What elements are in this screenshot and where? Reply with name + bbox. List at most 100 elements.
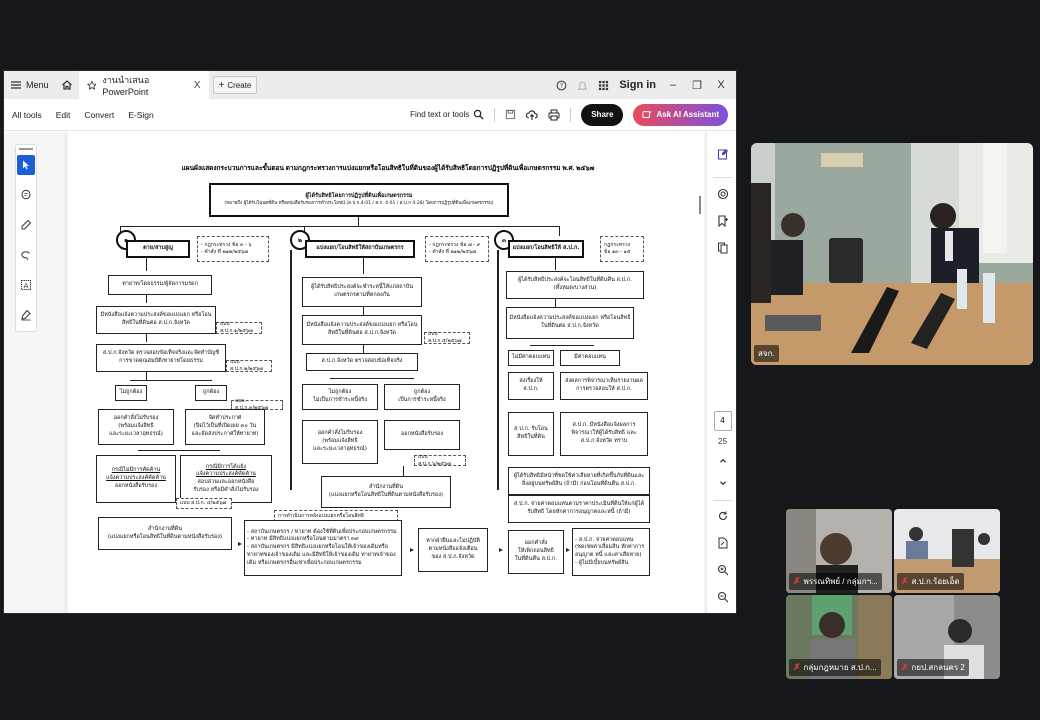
- page-down-button[interactable]: [718, 478, 728, 490]
- text-line: เป็นการชำระหนี้จริง: [398, 397, 446, 403]
- tool-all-tools[interactable]: All tools: [12, 109, 42, 120]
- share-button[interactable]: Share: [581, 103, 624, 126]
- select-tool-button[interactable]: [17, 155, 35, 175]
- create-button[interactable]: + Create: [212, 76, 258, 94]
- sign-in-button[interactable]: Sign in: [619, 79, 656, 91]
- text-line: ออกคำสั่ง: [524, 540, 548, 547]
- participant-name-tag: ✗ ส.ป.ก.ร้อยเอ็ด: [897, 573, 964, 590]
- participant-tile[interactable]: ✗ พรรณทิพย์ / กลุ่มกฯ...: [786, 509, 892, 593]
- branch-3-yes-step-2: ส.ป.ก. มีหนังสือแจ้งผลการพิจารณาให้ผู้ได…: [560, 412, 648, 456]
- draw-tool-button[interactable]: [17, 215, 35, 235]
- text-line: (พร้อมแจ้งสิทธิ: [118, 423, 154, 430]
- divider: [712, 177, 733, 179]
- tab-close-button[interactable]: X: [193, 79, 201, 91]
- connector-line: [120, 226, 560, 227]
- branch-2-note: - กฎกระทรวง ข้อ ๗ - ๙ - คำสั่ง ที่ ๒๑๒/๒…: [425, 236, 489, 262]
- branch-2-yes-note: แบบ ส.ป.ก.๖/๒๕๖๗: [414, 454, 466, 467]
- document-viewport[interactable]: แผนผังแสดงกระบวนการและขั้นตอน ตามกฎกระทร…: [66, 132, 706, 613]
- help-icon[interactable]: ?: [556, 80, 567, 91]
- zoom-out-button[interactable]: [713, 588, 733, 607]
- column-divider: [497, 250, 499, 490]
- save-icon[interactable]: [505, 109, 516, 120]
- text-line: (พร้อมแจ้งสิทธิ: [322, 438, 358, 445]
- video-main-tile[interactable]: สจก.: [751, 143, 1033, 365]
- zoom-in-button[interactable]: [713, 561, 733, 580]
- text-recognition-button[interactable]: A: [17, 275, 35, 295]
- note-line: - คำสั่ง ที่ ๒๑๒/๒๕๖๗: [201, 249, 248, 255]
- home-button[interactable]: [55, 71, 79, 99]
- text-line: ไม่เป็นการชำระหนี้จริง: [313, 397, 367, 403]
- text-line: สำนักงานที่ดิน: [147, 525, 183, 532]
- note-line: - กฎกระทรวง ข้อ ๗ - ๙: [429, 242, 481, 248]
- current-page-input[interactable]: 4: [713, 411, 732, 431]
- text-line: ของ ส.ป.ก.จังหวัด: [431, 553, 475, 560]
- tool-esign[interactable]: E-Sign: [128, 109, 154, 120]
- fit-page-button[interactable]: [713, 534, 733, 553]
- participant-name-tag: ✗ พรรณทิพย์ / กลุ่มกฯ...: [789, 573, 882, 590]
- branch-3-step-1: ผู้ได้รับสิทธิประสงค์จะโอนสิทธิในที่ดินค…: [506, 271, 644, 299]
- separator: [494, 107, 496, 122]
- branch-3-step-2: มีหนังสือแจ้งความประสงค์ขอแบ่งแยก หรือโอ…: [506, 307, 634, 339]
- title-bar: Menu งานนำเสนอ PowerPoint X + Create ? S…: [4, 71, 736, 99]
- tool-edit[interactable]: Edit: [55, 109, 71, 120]
- rotate-button[interactable]: [713, 507, 733, 526]
- ask-ai-assistant-button[interactable]: Ask AI Assistant: [633, 103, 728, 126]
- pages-button[interactable]: [713, 238, 733, 257]
- drag-handle[interactable]: [19, 148, 33, 150]
- connector-line: [138, 450, 220, 451]
- tool-convert[interactable]: Convert: [84, 109, 115, 120]
- connector-line: [146, 334, 147, 342]
- column-divider: [290, 250, 292, 490]
- bell-icon[interactable]: [577, 80, 588, 91]
- participant-name-tag: ✗ กยป.สกลนคร 2: [897, 659, 969, 676]
- connector-line: [363, 307, 364, 315]
- comment-button[interactable]: [713, 184, 733, 203]
- cloud-upload-icon[interactable]: [526, 109, 538, 121]
- page-up-button[interactable]: [718, 456, 728, 468]
- text-line: - ทายาท มีสิทธิแบ่งแยกหรือโอนตามมาตรา ๓๙: [247, 536, 359, 543]
- document-tab[interactable]: งานนำเสนอ PowerPoint X: [78, 71, 209, 99]
- flowchart-title: แผนผังแสดงกระบวนการและขั้นตอน ตามกฎกระทร…: [181, 165, 595, 172]
- apps-grid-icon[interactable]: [598, 80, 609, 91]
- participant-tile[interactable]: ✗ ส.ป.ก.ร้อยเอ็ด: [894, 509, 1000, 593]
- divider: [712, 499, 733, 501]
- right-rail: 4 25: [706, 132, 736, 613]
- participant-tile[interactable]: ✗ กยป.สกลนคร 2: [894, 595, 1000, 679]
- branch-1-note: - กฎกระทรวง ข้อ ๓ - ๖ - คำสั่ง ที่ ๒๑๒/๒…: [197, 236, 269, 262]
- branch-2-no: ไม่ถูกต้อง ไม่เป็นการชำระหนี้จริง: [302, 384, 378, 410]
- bookmark-button[interactable]: [713, 211, 733, 230]
- text-line: (ปิดไว้เป็นที่เปิดเผย ๓๐ วัน: [193, 423, 257, 430]
- connector-line: [130, 380, 212, 381]
- branch-3-merge-a: ผู้ได้รับสิทธิมีหน้าที่ชดใช้ค่าเสียหายที…: [508, 467, 650, 495]
- branch-1-objection-note: แบบ ส.ป.ก. ๔/๒๕๖๗: [176, 498, 232, 509]
- branch-1-step-1: ทายาท/โดยธรรม/ผู้จัดการมรดก: [108, 275, 212, 295]
- note-line: - กฎกระทรวง ข้อ ๓ - ๖: [201, 242, 252, 248]
- comment-tool-button[interactable]: [17, 185, 35, 205]
- chevron-up-icon: [719, 458, 726, 463]
- print-icon[interactable]: [548, 109, 560, 121]
- freehand-tool-button[interactable]: [17, 245, 35, 265]
- text-line: - สถาบันเกษตรกร มีสิทธิแบ่งแยกหรือโอนให้…: [247, 544, 396, 566]
- chevron-down-icon: [719, 480, 726, 485]
- minimize-button[interactable]: –: [669, 79, 677, 91]
- menu-button[interactable]: Menu: [4, 71, 55, 99]
- edit-pdf-button[interactable]: [713, 144, 733, 163]
- duty-box: - สถาบันเกษตรกร / ทายาท ต้องใช้ที่ดินเพื…: [244, 520, 402, 576]
- fill-sign-button[interactable]: [17, 305, 35, 325]
- branch-3-no-step-1: ส่งเรื่องให้ ส.ป.ก.: [508, 372, 554, 400]
- toolbar: All tools Edit Convert E-Sign Find text …: [4, 99, 736, 131]
- rotate-icon: [718, 511, 727, 521]
- svg-text:?: ?: [560, 82, 563, 89]
- participant-tile[interactable]: ✗ กลุ่มกฎหมาย ส.ป.ก...: [786, 595, 892, 679]
- branch-2-step-1: ผู้ได้รับสิทธิประสงค์จะชำระหนี้ให้แก่สถา…: [302, 277, 422, 307]
- text-line: ออกหนังสือรับรอง: [114, 482, 158, 489]
- find-text-button[interactable]: Find text or tools: [410, 109, 484, 120]
- vertical-scrollbar[interactable]: [699, 196, 701, 214]
- top-box: ผู้ได้รับสิทธิโดยการปฏิรูปที่ดินเพื่อเกษ…: [209, 183, 509, 217]
- close-window-button[interactable]: X: [717, 79, 725, 91]
- total-pages: 25: [718, 436, 727, 446]
- text-line: (แบ่งแยกหรือโอนสิทธิในที่ดินตามหนังสือรั…: [328, 492, 444, 498]
- text-line: และจัดส่งประกาศให้ทายาท): [191, 430, 259, 437]
- restore-button[interactable]: ❐: [692, 79, 702, 92]
- text-box-icon: A: [21, 280, 31, 290]
